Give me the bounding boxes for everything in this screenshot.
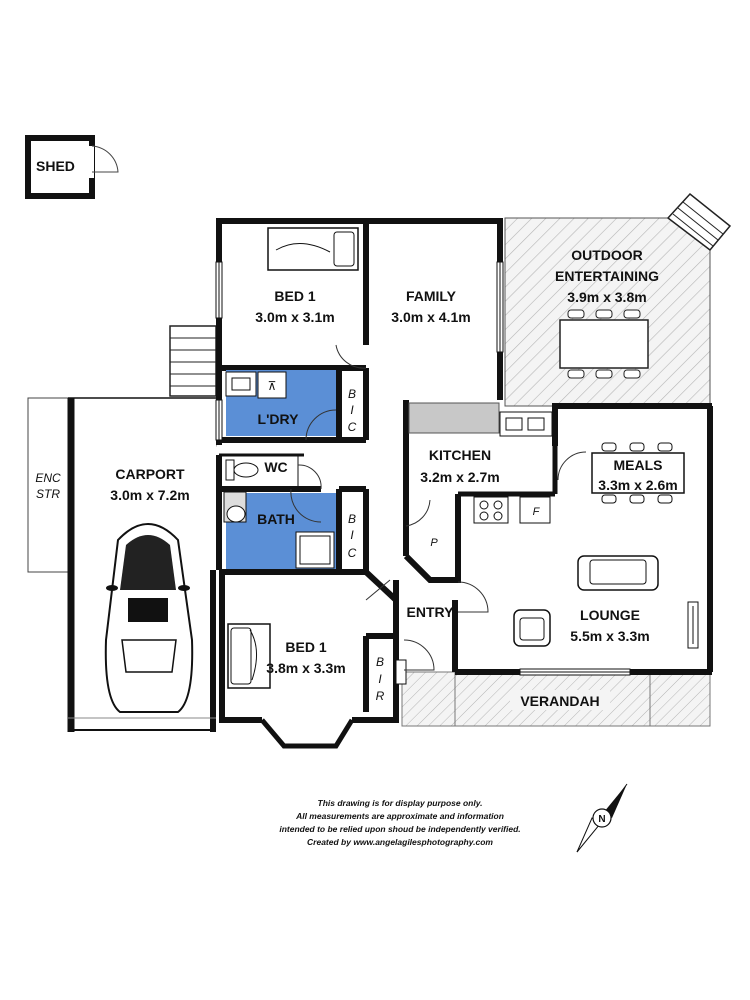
outdoor-label-line2: ENTERTAINING: [555, 268, 659, 284]
bed1-top-label: BED 1: [274, 288, 315, 304]
windows: [215, 261, 631, 685]
disclaimer-line1: This drawing is for display purpose only…: [317, 798, 483, 808]
outdoor-dining-table: [559, 309, 649, 379]
bir-r: R: [376, 689, 385, 703]
enc-str-line1: ENC: [35, 471, 61, 485]
bir-b: B: [376, 655, 384, 669]
meals-dims: 3.3m x 2.6m: [598, 477, 677, 493]
bic-upper-c: C: [348, 420, 357, 434]
bed1-top-dims: 3.0m x 3.1m: [255, 309, 334, 325]
family-dims: 3.0m x 4.1m: [391, 309, 470, 325]
outdoor-label-line1: OUTDOOR: [571, 247, 643, 263]
carport-dims: 3.0m x 7.2m: [110, 487, 189, 503]
bath-label: BATH: [257, 511, 295, 527]
house-walls: [216, 218, 713, 749]
laundry-label: L'DRY: [258, 411, 300, 427]
bed-bottom: [227, 623, 271, 689]
bed1-bottom-dims: 3.8m x 3.3m: [266, 660, 345, 676]
shed: SHED: [25, 135, 119, 199]
kitchen-label: KITCHEN: [429, 447, 491, 463]
bic-upper-i: I: [350, 403, 354, 417]
meals-label: MEALS: [614, 457, 663, 473]
car-icon: [104, 523, 194, 713]
outdoor-dims: 3.9m x 3.8m: [567, 289, 646, 305]
bed1-bottom-label: BED 1: [285, 639, 326, 655]
bir-i: I: [378, 672, 382, 686]
laundry-fixtures: ⊼: [225, 371, 287, 399]
kitchen-fixtures: [405, 402, 558, 527]
bic-lower-i: I: [350, 528, 354, 542]
svg-text:⊼: ⊼: [268, 379, 277, 393]
compass-n: N: [598, 814, 605, 825]
entry-label: ENTRY: [407, 604, 455, 620]
disclaimer-line3: intended to be relied upon shoud be inde…: [279, 824, 521, 834]
outdoor-entertaining: OUTDOOR ENTERTAINING 3.9m x 3.8m: [504, 192, 732, 407]
bath-fixtures: [223, 491, 335, 569]
lounge-label: LOUNGE: [580, 607, 640, 623]
enc-str-line2: STR: [36, 487, 60, 501]
wc-label: WC: [264, 459, 287, 475]
carport-stairs: [169, 325, 217, 397]
bed-top: [267, 227, 359, 271]
fridge-label: F: [533, 506, 541, 518]
bic-upper-b: B: [348, 387, 356, 401]
shed-label: SHED: [36, 158, 75, 174]
meals-table: [557, 442, 685, 504]
disclaimer-line4: Created by www.angelagilesphotography.co…: [307, 837, 493, 847]
disclaimer: This drawing is for display purpose only…: [230, 797, 570, 849]
bathroom-doors: [290, 344, 367, 523]
entry-doors: [365, 579, 489, 671]
carport: CARPORT 3.0m x 7.2m: [67, 397, 216, 732]
enclosed-storage: ENC STR: [27, 397, 69, 573]
lounge-furniture: [513, 555, 699, 649]
family-label: FAMILY: [406, 288, 457, 304]
pantry-label: P: [430, 537, 438, 549]
disclaimer-line2: All measurements are approximate and inf…: [296, 811, 504, 821]
lounge-dims: 5.5m x 3.3m: [570, 628, 649, 644]
carport-label: CARPORT: [115, 466, 185, 482]
verandah-label: VERANDAH: [520, 693, 599, 709]
bic-lower-b: B: [348, 512, 356, 526]
outdoor-stairs: [666, 192, 732, 252]
north-compass-icon: N: [576, 783, 628, 853]
kitchen-dims: 3.2m x 2.7m: [420, 469, 499, 485]
verandah: VERANDAH: [401, 671, 711, 727]
wc-room: [219, 453, 304, 489]
bic-lower-c: C: [348, 546, 357, 560]
